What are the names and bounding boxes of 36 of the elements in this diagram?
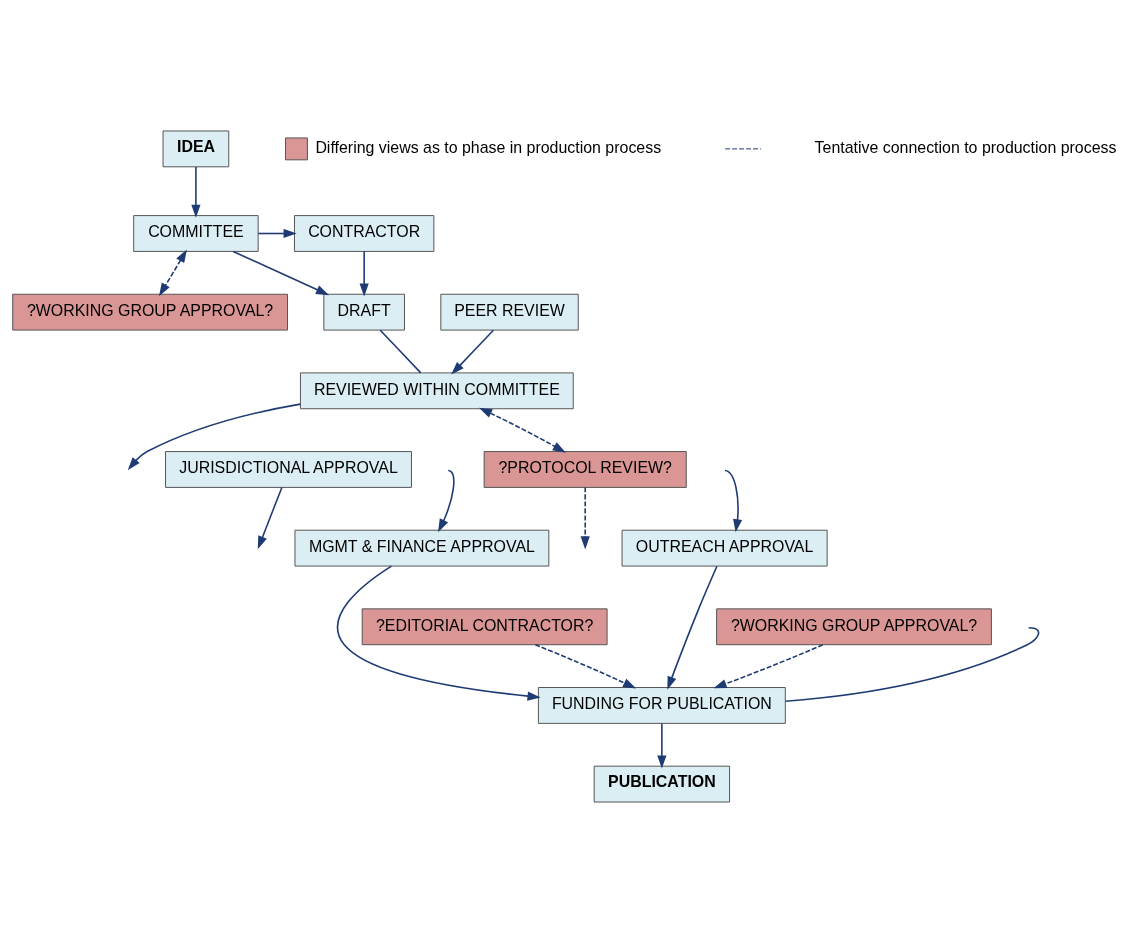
legend-label: Tentative connection to production process: [814, 138, 1117, 156]
arrow: [479, 407, 566, 453]
arrow: [657, 722, 667, 769]
arrow: [127, 402, 302, 470]
arrow: [257, 486, 283, 549]
node-box: COMMITTEE: [133, 214, 259, 252]
node-box: FUNDING FOR PUBLICATION: [537, 686, 786, 724]
connector: [379, 328, 422, 374]
arrow: [336, 564, 541, 701]
arrow: [191, 165, 201, 218]
connector: [784, 626, 1040, 702]
node-box: ?WORKING GROUP APPROVAL?: [12, 293, 288, 331]
node-box: ?PROTOCOL REVIEW?: [483, 450, 687, 488]
arrow: [667, 565, 718, 690]
arrow: [724, 469, 743, 532]
arrow: [359, 250, 369, 297]
arrow: [438, 469, 455, 532]
arrow: [534, 643, 637, 688]
arrow: [451, 328, 495, 375]
node-box: CONTRACTOR: [293, 214, 435, 252]
node-box: IDEA: [162, 129, 230, 167]
arrow: [580, 486, 590, 549]
node-box: OUTREACH APPROVAL: [621, 529, 828, 567]
legend-label: Differing views as to phase in production process: [315, 138, 662, 156]
node-box: DRAFT: [323, 293, 405, 331]
node-box: ?EDITORIAL CONTRACTOR?: [361, 607, 608, 645]
node-box: MGMT & FINANCE APPROVAL: [294, 529, 550, 567]
arrow: [713, 643, 824, 688]
node-box: ?WORKING GROUP APPROVAL?: [716, 607, 992, 645]
arrow: [159, 248, 187, 296]
node-box: JURISDICTIONAL APPROVAL: [165, 450, 412, 488]
arrow: [257, 228, 297, 238]
node-box: REVIEWED WITHIN COMMITTEE: [299, 371, 574, 409]
node-box: PUBLICATION: [593, 765, 731, 802]
arrow: [232, 250, 330, 295]
node-box: PEER REVIEW: [440, 293, 579, 331]
